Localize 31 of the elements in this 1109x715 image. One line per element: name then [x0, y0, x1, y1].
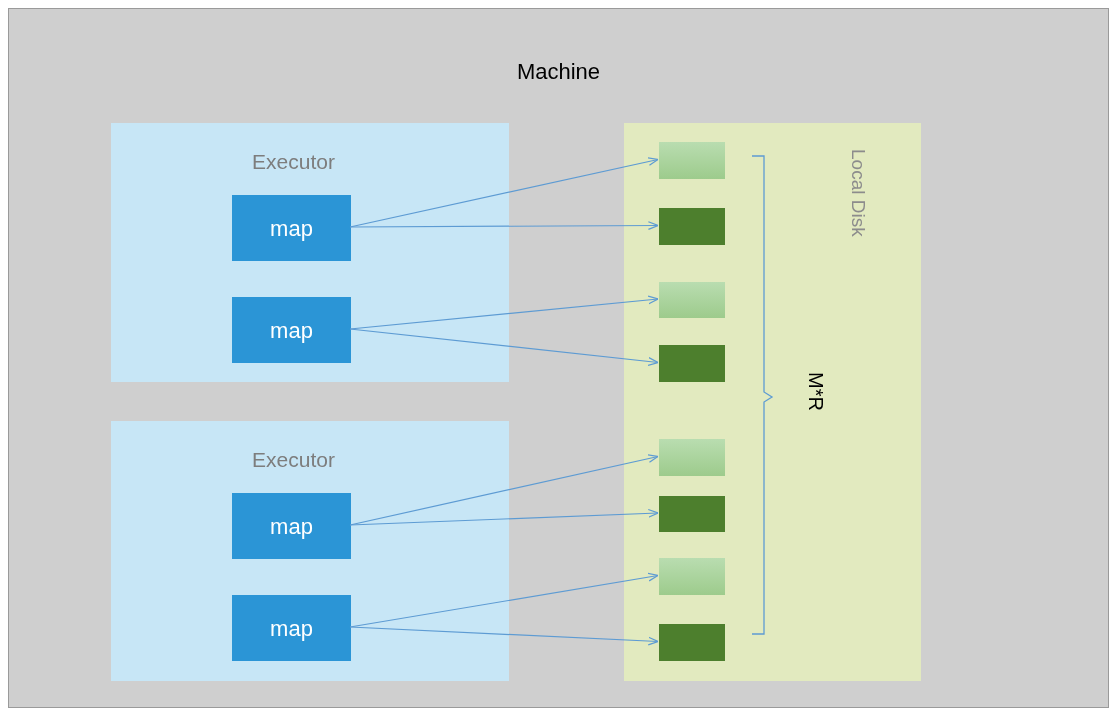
executor-panel [111, 421, 509, 681]
partition-block [659, 624, 725, 661]
panel-title: Executor [252, 447, 335, 473]
brace-label: M*R [806, 372, 826, 411]
partition-block [659, 208, 725, 245]
partition-block [659, 558, 725, 595]
box-label: map [270, 614, 313, 643]
arrow [349, 508, 659, 526]
box-label: map [270, 214, 313, 243]
executor-panel [111, 123, 509, 382]
map-box [232, 297, 351, 363]
partition-block [659, 496, 725, 532]
partition-block [659, 142, 725, 179]
panel-title: Executor [252, 149, 335, 175]
machine-panel [8, 8, 1109, 708]
map-box [232, 493, 351, 559]
panel-title: Machine [516, 58, 601, 86]
partition-block [659, 439, 725, 476]
arrow [349, 221, 659, 230]
arrow [349, 572, 659, 628]
arrow [349, 295, 659, 330]
box-label: map [270, 512, 313, 541]
panel-title: Local Disk [849, 149, 868, 237]
box-label: map [270, 316, 313, 345]
disk-panel [624, 123, 921, 681]
map-box [232, 195, 351, 261]
partition-block [659, 282, 725, 318]
arrow [349, 328, 659, 366]
map-box [232, 595, 351, 661]
arrow [349, 626, 659, 646]
partition-block [659, 345, 725, 382]
